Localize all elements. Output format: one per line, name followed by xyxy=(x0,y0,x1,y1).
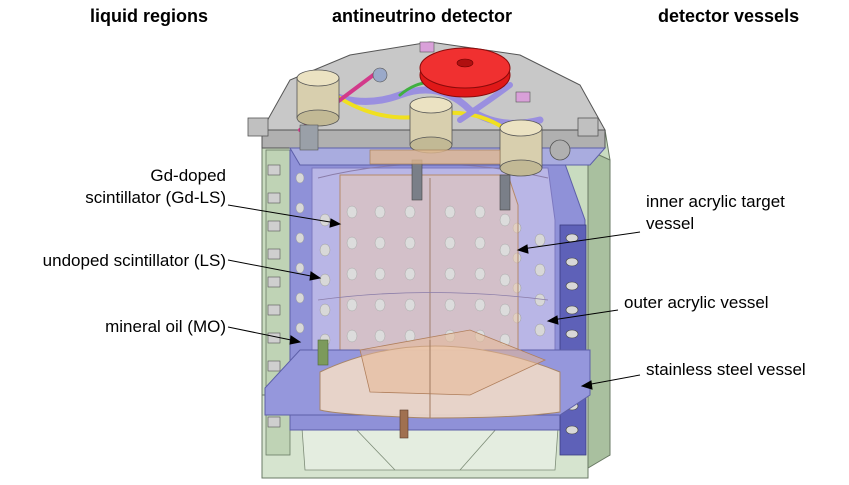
red-dome xyxy=(419,47,511,98)
label-mineral-oil: mineral oil (MO) xyxy=(105,317,226,336)
leader-lines xyxy=(227,204,641,390)
label-inner-acrylic-line1: inner acrylic target xyxy=(646,192,785,211)
leader-mo xyxy=(227,326,302,345)
label-inner-acrylic-line2: vessel xyxy=(646,214,695,233)
header-detector-vessels: detector vessels xyxy=(658,6,800,26)
header-antineutrino-detector: antineutrino detector xyxy=(332,6,513,26)
label-gdls-line2: scintillator (Gd-LS) xyxy=(85,188,226,207)
leader-gdls xyxy=(227,204,342,228)
label-stainless-steel-vessel: stainless steel vessel xyxy=(646,360,806,379)
deck-fittings xyxy=(299,41,571,211)
pmt-column-right xyxy=(559,224,587,456)
overflow-tanks xyxy=(296,69,543,177)
leader-ssv xyxy=(580,374,641,390)
label-gdls-line1: Gd-doped xyxy=(150,166,226,185)
leader-iav xyxy=(516,231,641,254)
leader-oav xyxy=(546,309,619,325)
bottom-region xyxy=(264,329,591,439)
inner-acrylic-target xyxy=(317,163,549,371)
label-undoped-scintillator: undoped scintillator (LS) xyxy=(42,251,226,270)
leader-ls xyxy=(227,259,322,281)
label-outer-acrylic-vessel: outer acrylic vessel xyxy=(624,293,769,312)
header-liquid-regions: liquid regions xyxy=(90,6,209,26)
